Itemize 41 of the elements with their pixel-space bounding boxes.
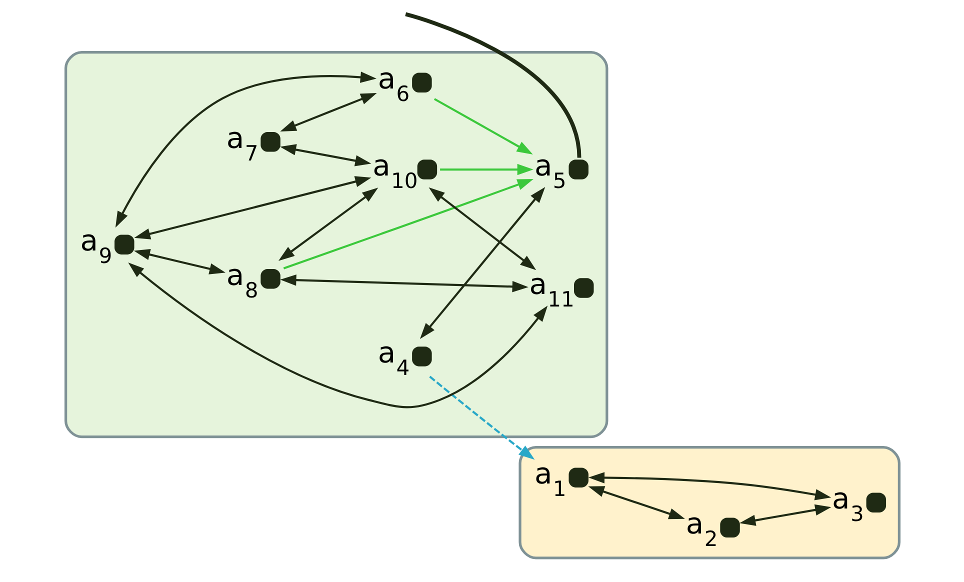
arrow xyxy=(419,186,545,339)
node-circle xyxy=(260,268,280,289)
arrow xyxy=(433,98,532,155)
node-label: a$_{11}$ xyxy=(528,267,574,312)
arrow xyxy=(278,188,378,261)
arrow xyxy=(440,164,533,176)
node-label: a$_{9}$ xyxy=(80,224,112,268)
arrow xyxy=(428,187,536,270)
arrow xyxy=(134,176,371,240)
arrow xyxy=(282,179,533,270)
arrow xyxy=(588,486,684,520)
node-label: a$_{8}$ xyxy=(226,258,258,302)
node-circle xyxy=(114,234,134,254)
arrow xyxy=(280,274,528,292)
arrow xyxy=(428,376,534,460)
node-circle xyxy=(260,132,280,152)
node-circle xyxy=(574,278,594,298)
node-circle xyxy=(412,72,432,93)
node-label: a$_{2}$ xyxy=(685,506,718,552)
node-label: a$_{4}$ xyxy=(377,336,410,380)
arrow xyxy=(588,472,831,500)
node-circle xyxy=(720,518,740,538)
arrow xyxy=(280,93,376,132)
node-label: a$_{7}$ xyxy=(226,120,258,166)
node-label: a$_{5}$ xyxy=(534,148,566,194)
connector xyxy=(404,12,581,158)
node-circle xyxy=(416,160,437,180)
node-circle xyxy=(568,160,588,180)
cluster xyxy=(64,51,608,438)
node-circle xyxy=(866,492,886,513)
node-circle xyxy=(568,468,588,488)
arrow xyxy=(114,72,376,228)
arrow xyxy=(133,249,226,274)
arrow xyxy=(128,262,548,408)
arrow xyxy=(279,144,371,166)
node-label: a$_{10}$ xyxy=(372,148,418,194)
arrow xyxy=(738,504,831,526)
node-label: a$_{6}$ xyxy=(377,62,410,106)
node-label: a$_{3}$ xyxy=(832,482,864,526)
node-label: a$_{1}$ xyxy=(534,456,566,502)
node-circle xyxy=(412,346,432,366)
